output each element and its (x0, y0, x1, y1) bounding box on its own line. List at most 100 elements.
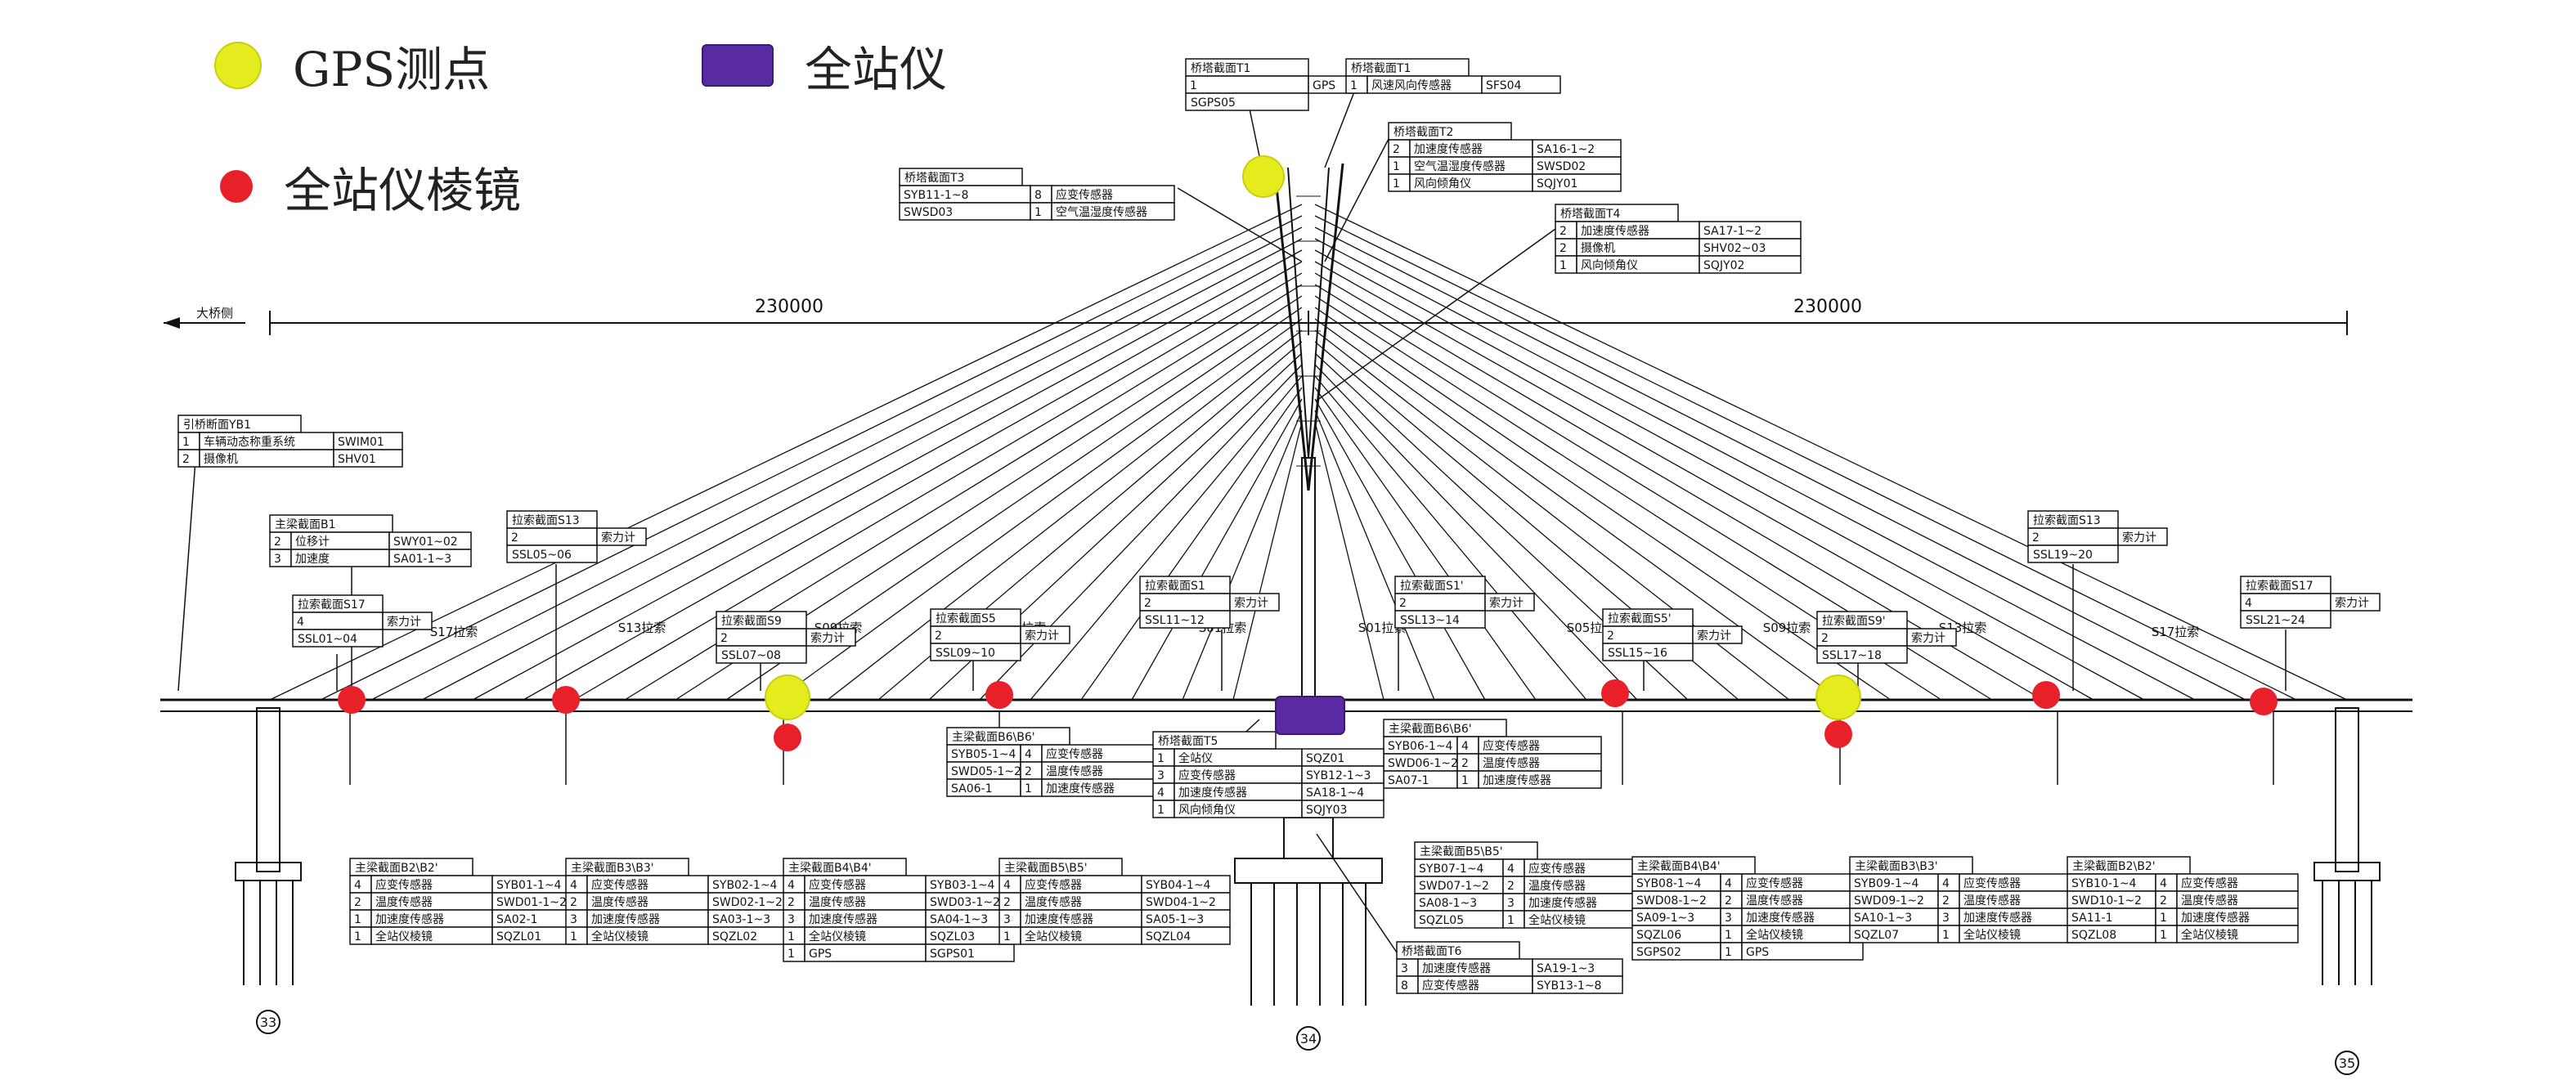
right-pier-column (2335, 707, 2359, 872)
table-cell-text: 1 (1393, 177, 1400, 190)
table-title: 主梁截面B5\B5' (1004, 862, 1088, 875)
cable-label-left-2: S13拉索 (618, 621, 666, 635)
table-cell (1532, 975, 1623, 994)
table-cell-text: 1 (1507, 914, 1515, 927)
table-cell-text: 温度传感器 (375, 895, 433, 909)
gps-marker-left (765, 674, 810, 720)
table-cell-text: SYB02-1~4 (712, 879, 778, 892)
table-cell-text: 2 (570, 896, 577, 909)
table-cell (1141, 926, 1231, 945)
table-cell (1139, 610, 1231, 629)
table-cell-text: 加速度 (295, 553, 330, 566)
cable-label-left-1: S17拉索 (430, 625, 478, 639)
table-cell-text: SWD03-1~2 (930, 896, 1000, 909)
cable-label-right-3: S09拉索 (1763, 621, 1811, 635)
table-cell-text: 1 (788, 930, 795, 943)
table-cell-text: SA19-1~3 (1537, 962, 1595, 975)
table-cell-text: 3 (1725, 912, 1732, 925)
table-cell-text: 1 (2160, 929, 2167, 942)
table-title: 桥塔截面T4 (1560, 208, 1621, 221)
table-cell-text: GPS (1746, 946, 1769, 959)
pier-label-center: 34 (1300, 1031, 1317, 1046)
table-cell-text: SYB01-1~4 (496, 879, 562, 892)
table-cell-text: SSL07~08 (721, 649, 781, 662)
table-cell-text: 3 (274, 553, 281, 566)
cable-label-right-5: S17拉索 (2152, 625, 2200, 639)
table-cell-text: SYB04-1~4 (1146, 879, 1211, 892)
stay-cable-right (1314, 410, 1435, 701)
table-cell-text: SGPS01 (930, 948, 975, 961)
table-cell (1020, 625, 1070, 644)
table-cell-text: 1 (1725, 929, 1732, 942)
table-cell-text: SQJY03 (1306, 804, 1347, 817)
sensor-markers (338, 155, 2278, 751)
table-title: 引桥断面YB1 (183, 419, 251, 432)
table-cell-text: 2 (935, 630, 942, 643)
table-cell-text: 应变传感器 (1422, 979, 1479, 993)
stay-cable-right (1314, 387, 1537, 701)
table-cell-text: SA01-1~3 (393, 553, 451, 566)
table-cell-text: 温度传感器 (1963, 894, 2021, 907)
table-cell-text: 索力计 (601, 531, 635, 544)
table-cell-text: 索力计 (387, 615, 421, 629)
table-cell (806, 628, 856, 647)
table-cell (1699, 255, 1802, 274)
table-cell-text: 加速度传感器 (1414, 142, 1483, 156)
left-pier-column (256, 707, 280, 872)
gps-marker-icon (214, 42, 262, 89)
table-cell-text: SGPS05 (1191, 96, 1236, 110)
table-cell (930, 643, 1021, 661)
table-cell-text: 加速度传感器 (591, 912, 660, 926)
table-cell-text: 8 (1401, 979, 1408, 993)
cable-label-right-1: S01拉索 (1358, 621, 1407, 635)
legend-total-station-label: 全站仪 (805, 42, 948, 97)
table-cell (1532, 173, 1622, 192)
table-cell-text: 加速度传感器 (1046, 782, 1115, 795)
table-cell-text: 1 (2160, 912, 2167, 925)
table-cell-text: SWD02-1~2 (712, 896, 783, 909)
table-cell-text: 全站仪 (1178, 751, 1213, 765)
table-cell-text: 2 (2032, 531, 2040, 544)
table-cell-text: SSL17~18 (1822, 649, 1882, 662)
table-cell-text: 温度传感器 (1528, 879, 1586, 893)
pier-label-left-circle (256, 1010, 280, 1034)
table-cell-text: 1 (1190, 79, 1197, 92)
table-cell (2330, 593, 2381, 612)
table-cell-text: SQZL05 (1419, 914, 1464, 927)
table-cell (2027, 544, 2119, 563)
table-cell-text: 加速度传感器 (1422, 961, 1491, 975)
table-cell (1139, 593, 1231, 612)
table-cell-text: SQJY01 (1537, 177, 1577, 190)
table-cell-text: 索力计 (1489, 596, 1524, 610)
table-cell (506, 527, 598, 546)
table-cell (333, 449, 403, 468)
stay-cable-left (269, 204, 1303, 701)
table-cell-text: 2 (354, 896, 361, 909)
table-cell (716, 645, 807, 664)
table-cell-text: 3 (1507, 897, 1515, 910)
table-cell-text: SA10-1~3 (1854, 912, 1912, 925)
table-cell-text: 3 (570, 913, 577, 926)
table-title: 主梁截面B3\B3' (1855, 860, 1938, 873)
table-cell-text: SYB12-1~3 (1306, 769, 1371, 782)
table-cell-text: 应变传感器 (1483, 739, 1540, 753)
table-cell-text: SWD06-1~2 (1388, 757, 1458, 770)
table-cell-text: SYB11-1~8 (904, 189, 968, 202)
table-cell-text: SQZL01 (496, 930, 541, 943)
stay-cable-right (1314, 215, 2297, 701)
table-cell (1185, 92, 1309, 111)
table-cell-text: SWD04-1~2 (1146, 896, 1216, 909)
